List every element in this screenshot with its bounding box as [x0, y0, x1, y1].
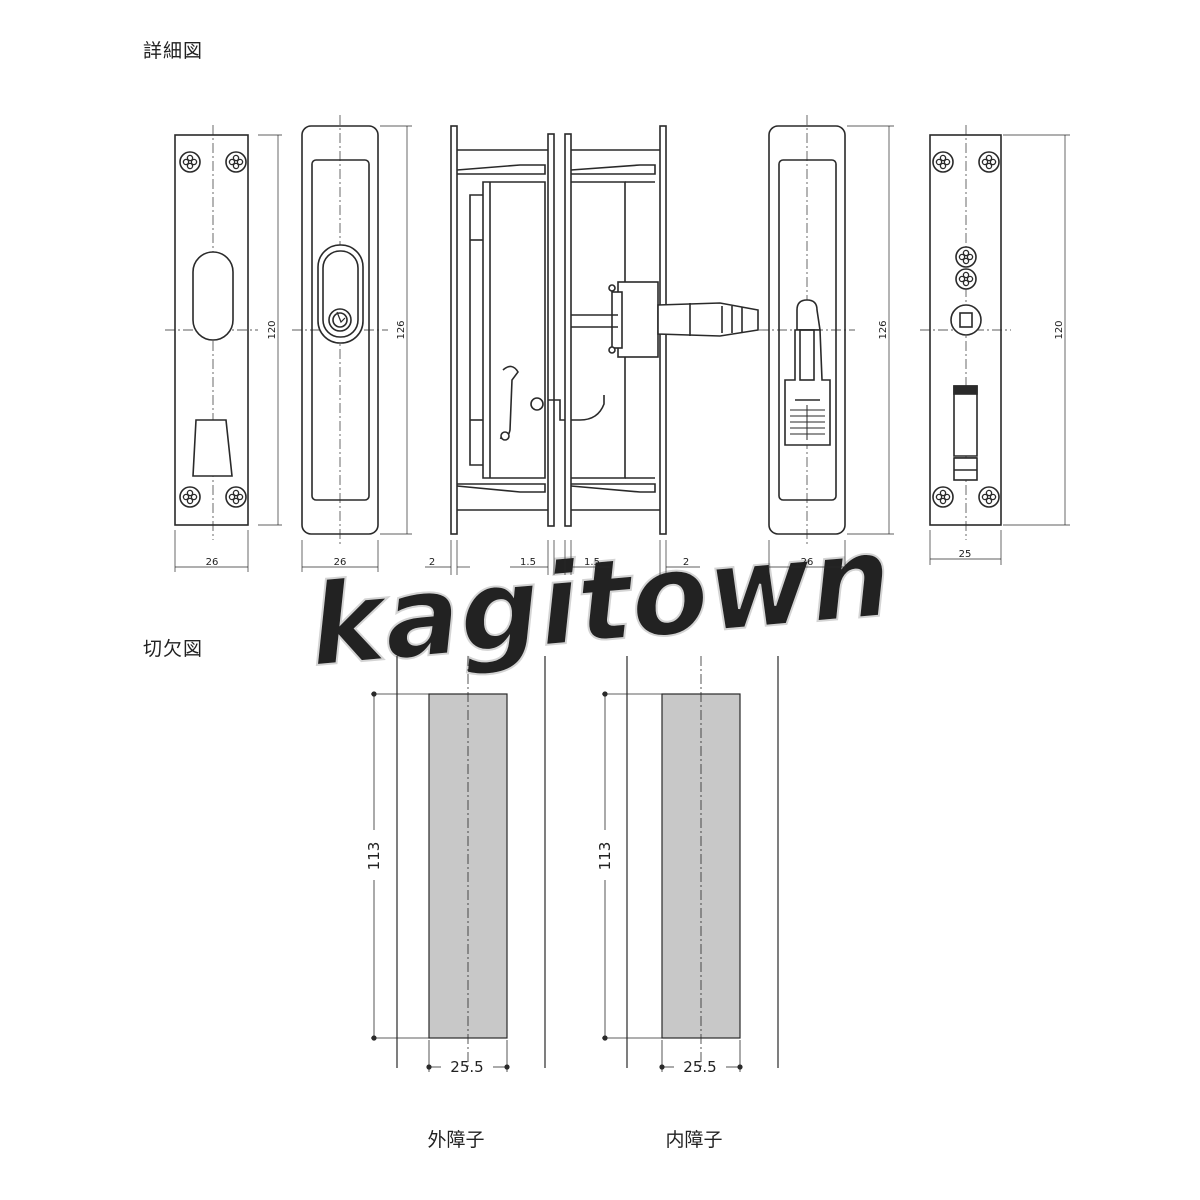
dim-inner-handle-height: 126: [878, 320, 889, 339]
side-section-view: [425, 125, 759, 575]
screw-icon: [179, 151, 201, 173]
dim-inner-cutout-height: 113: [596, 842, 614, 871]
outer-faceplate-view: [165, 125, 282, 572]
dim-inner-plate-width: 25: [959, 549, 972, 560]
dim-inner-handle-width: 26: [801, 557, 814, 568]
screw-icon: [978, 486, 1000, 508]
dim-outer-handle-width: 26: [334, 557, 347, 568]
dim-inner-plate-height: 120: [1054, 320, 1065, 339]
dim-outer-plate-height: 120: [267, 320, 278, 339]
cutout-heading: 切欠図: [143, 638, 204, 660]
inner-sash-label: 内障子: [665, 1129, 722, 1151]
dim-inner-cutout-width: 25.5: [683, 1058, 716, 1076]
dim-outer-cutout-width: 25.5: [450, 1058, 483, 1076]
screw-icon: [225, 151, 247, 173]
dim-outer-plate-width: 26: [206, 557, 219, 568]
dim-outer-handle-height: 126: [396, 320, 407, 339]
inner-faceplate-view: [920, 125, 1070, 565]
screw-icon: [955, 268, 977, 290]
outer-handle-view: [292, 115, 412, 572]
screw-icon: [225, 486, 247, 508]
screw-icon: [179, 486, 201, 508]
outer-sash-cutout: [371, 656, 546, 1072]
screw-icon: [978, 151, 1000, 173]
screw-icon: [932, 486, 954, 508]
dim-outer-cutout-height: 113: [365, 842, 383, 871]
inner-sash-cutout: [602, 656, 779, 1072]
outer-sash-label: 外障子: [427, 1129, 484, 1151]
screw-icon: [932, 151, 954, 173]
detail-heading: 詳細図: [143, 40, 204, 62]
inner-handle-view: [759, 115, 894, 572]
dim-outer-gap: 2: [429, 557, 435, 568]
screw-icon: [955, 246, 977, 268]
dim-left-sash-gap: 1.5: [520, 557, 536, 568]
dim-inner-gap: 2: [683, 557, 689, 568]
dim-right-sash-gap: 1.5: [584, 557, 600, 568]
